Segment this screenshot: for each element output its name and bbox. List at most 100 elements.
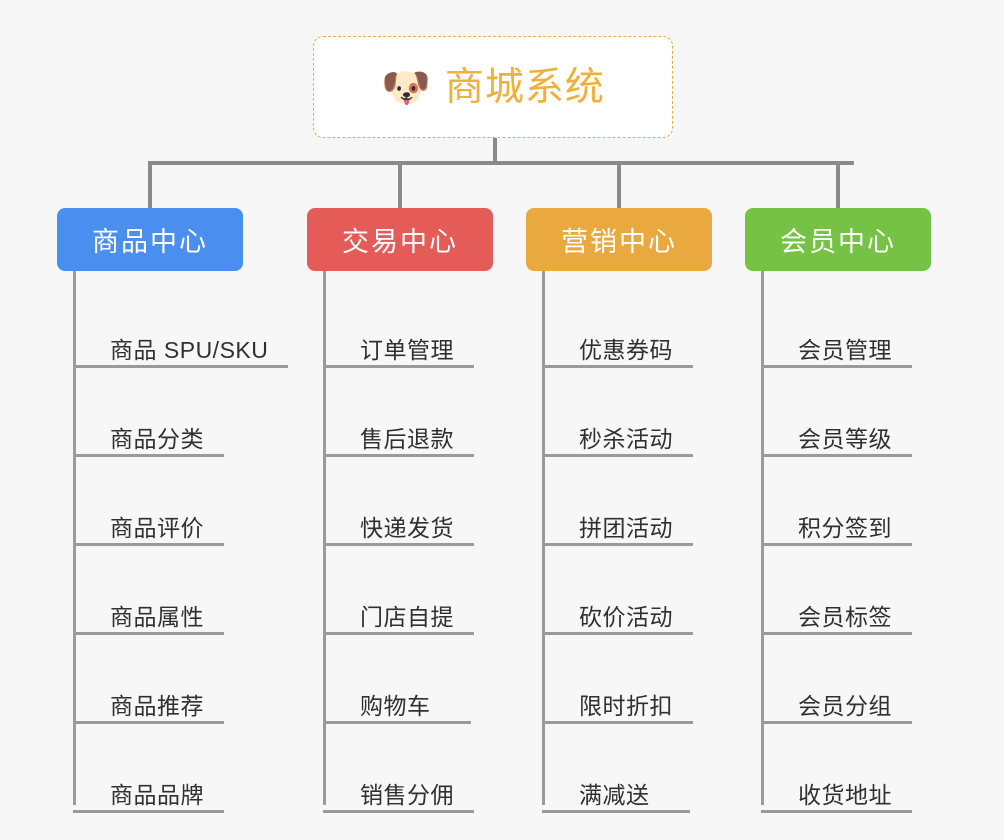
leaf-item-underline: [73, 810, 224, 813]
root-stem-connector: [493, 138, 497, 164]
leaf-item[interactable]: 售后退款: [307, 368, 493, 457]
leaf-item[interactable]: 会员管理: [745, 279, 931, 368]
leaf-item-label: 快递发货: [360, 515, 454, 541]
leaf-item-label: 限时折扣: [579, 693, 673, 719]
leaf-item[interactable]: 商品 SPU/SKU: [57, 279, 288, 368]
leaf-item-underline: [761, 632, 912, 635]
leaf-item-underline: [542, 454, 693, 457]
leaf-item[interactable]: 商品分类: [57, 368, 243, 457]
leaf-item-underline: [323, 365, 474, 368]
category-header-label: 会员中心: [780, 227, 896, 257]
leaf-item[interactable]: 满减送: [526, 724, 712, 813]
leaf-item[interactable]: 会员分组: [745, 635, 931, 724]
leaf-item-label: 商品品牌: [110, 782, 204, 808]
category-header-4[interactable]: 会员中心: [745, 208, 931, 271]
leaf-item-label: 秒杀活动: [579, 426, 673, 452]
leaf-item[interactable]: 秒杀活动: [526, 368, 712, 457]
column-1: 商品中心商品 SPU/SKU 商品分类商品评价商品属性商品推荐商品品牌: [57, 208, 288, 813]
category-header-label: 营销中心: [561, 227, 677, 257]
leaf-item-label: 门店自提: [360, 604, 454, 630]
column-drop-connector-1: [148, 161, 152, 209]
leaf-item-underline: [323, 721, 471, 724]
leaf-item[interactable]: 砍价活动: [526, 546, 712, 635]
leaf-item-label: 积分签到: [798, 515, 892, 541]
leaf-item[interactable]: 会员等级: [745, 368, 931, 457]
column-trunk-line-4: [761, 271, 764, 805]
leaf-item-label: 订单管理: [360, 337, 454, 363]
leaf-item-label: 购物车: [360, 693, 431, 719]
category-header-2[interactable]: 交易中心: [307, 208, 493, 271]
leaf-item-label: 拼团活动: [579, 515, 673, 541]
leaf-item-underline: [73, 721, 224, 724]
leaf-item-underline: [542, 810, 690, 813]
leaf-item-underline: [761, 810, 912, 813]
leaf-item[interactable]: 商品评价: [57, 457, 243, 546]
column-trunk-line-3: [542, 271, 545, 805]
leaf-item-label: 优惠券码: [579, 337, 673, 363]
leaf-item-label: 商品评价: [110, 515, 204, 541]
column-drop-connector-3: [617, 161, 621, 209]
leaf-item-label: 会员分组: [798, 693, 892, 719]
leaf-item[interactable]: 限时折扣: [526, 635, 712, 724]
leaf-item[interactable]: 门店自提: [307, 546, 493, 635]
leaf-item-underline: [542, 632, 693, 635]
leaf-item-underline: [73, 454, 224, 457]
column-drop-connector-4: [836, 161, 840, 209]
leaf-item[interactable]: 会员标签: [745, 546, 931, 635]
leaf-stack-1: 商品 SPU/SKU 商品分类商品评价商品属性商品推荐商品品牌: [57, 271, 288, 813]
leaf-item-underline: [323, 543, 474, 546]
column-trunk-line-2: [323, 271, 326, 805]
category-header-label: 交易中心: [342, 227, 458, 257]
leaf-item[interactable]: 优惠券码: [526, 279, 712, 368]
leaf-item-label: 商品分类: [110, 426, 204, 452]
root-node[interactable]: 🐶 商城系统: [313, 36, 673, 138]
leaf-item[interactable]: 收货地址: [745, 724, 931, 813]
leaf-item-label: 商品推荐: [110, 693, 204, 719]
leaf-stack-3: 优惠券码秒杀活动拼团活动砍价活动限时折扣满减送: [526, 271, 712, 813]
leaf-item[interactable]: 商品属性: [57, 546, 243, 635]
leaf-item-underline: [761, 721, 912, 724]
root-title: 商城系统: [444, 65, 605, 109]
leaf-item[interactable]: 积分签到: [745, 457, 931, 546]
leaf-item-label: 收货地址: [798, 782, 892, 808]
leaf-item[interactable]: 商品品牌: [57, 724, 243, 813]
horizontal-bus-connector: [148, 161, 854, 165]
leaf-item-underline: [73, 632, 224, 635]
category-header-1[interactable]: 商品中心: [57, 208, 243, 271]
leaf-stack-2: 订单管理售后退款快递发货门店自提购物车销售分佣: [307, 271, 493, 813]
category-header-label: 商品中心: [92, 227, 208, 257]
leaf-item-underline: [73, 365, 288, 368]
leaf-item-underline: [542, 365, 693, 368]
leaf-item-label: 满减送: [579, 782, 650, 808]
leaf-item[interactable]: 销售分佣: [307, 724, 493, 813]
leaf-item[interactable]: 拼团活动: [526, 457, 712, 546]
leaf-item-underline: [761, 365, 912, 368]
leaf-item[interactable]: 商品推荐: [57, 635, 243, 724]
column-trunk-line-1: [73, 271, 76, 805]
leaf-item-underline: [542, 721, 693, 724]
leaf-item-underline: [73, 543, 224, 546]
leaf-item[interactable]: 快递发货: [307, 457, 493, 546]
dog-face-emoji: 🐶: [381, 66, 431, 110]
column-4: 会员中心会员管理会员等级积分签到会员标签会员分组收货地址: [745, 208, 931, 813]
leaf-item-label: 砍价活动: [579, 604, 673, 630]
leaf-item-label: 销售分佣: [360, 782, 454, 808]
leaf-item[interactable]: 订单管理: [307, 279, 493, 368]
column-drop-connector-2: [398, 161, 402, 209]
leaf-item-label: 会员管理: [798, 337, 892, 363]
leaf-item-label: 商品 SPU/SKU: [110, 337, 269, 363]
column-2: 交易中心订单管理售后退款快递发货门店自提购物车销售分佣: [307, 208, 493, 813]
leaf-item-label: 会员等级: [798, 426, 892, 452]
leaf-item-label: 商品属性: [110, 604, 204, 630]
leaf-item-underline: [542, 543, 693, 546]
leaf-item-underline: [323, 454, 474, 457]
category-header-3[interactable]: 营销中心: [526, 208, 712, 271]
leaf-item-underline: [323, 810, 474, 813]
leaf-item[interactable]: 购物车: [307, 635, 493, 724]
leaf-stack-4: 会员管理会员等级积分签到会员标签会员分组收货地址: [745, 271, 931, 813]
column-3: 营销中心优惠券码秒杀活动拼团活动砍价活动限时折扣满减送: [526, 208, 712, 813]
leaf-item-label: 会员标签: [798, 604, 892, 630]
leaf-item-underline: [761, 454, 912, 457]
leaf-item-label: 售后退款: [360, 426, 454, 452]
